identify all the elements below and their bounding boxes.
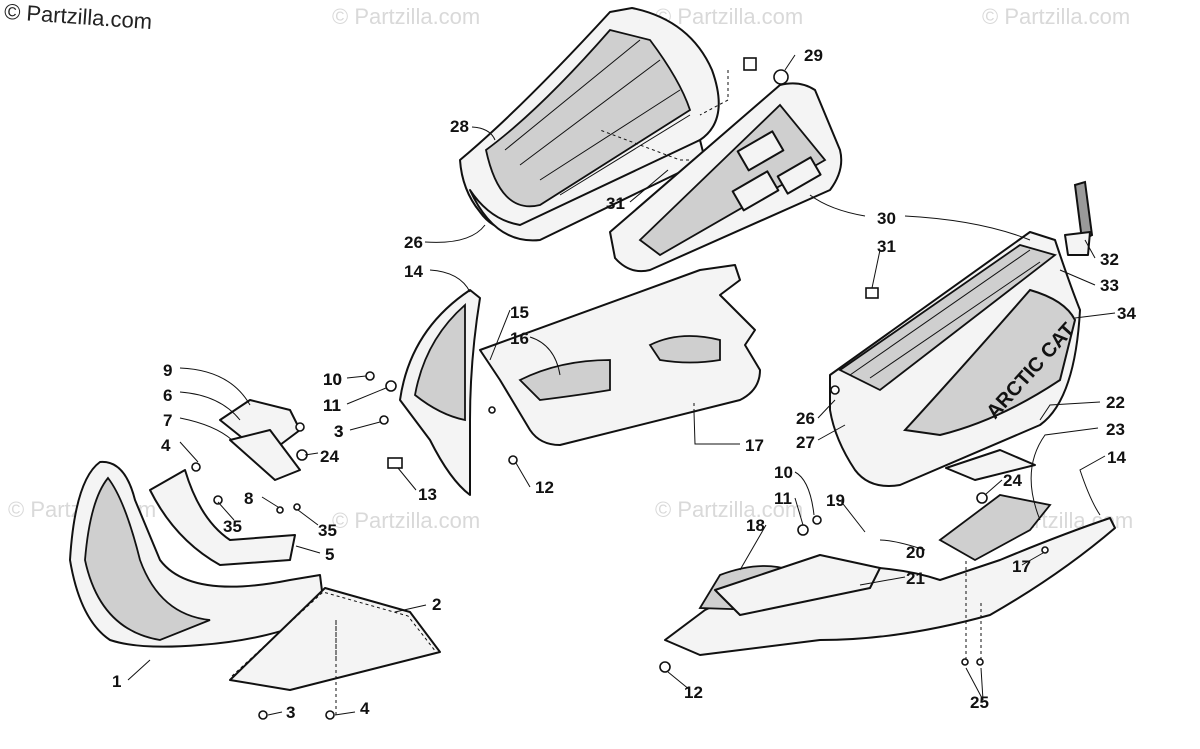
callout: 24: [1003, 471, 1022, 490]
callout: 15: [510, 303, 529, 322]
belly-pan-center: [399, 264, 761, 496]
callout: 30: [877, 209, 896, 228]
callout: 10: [323, 370, 342, 389]
callout: 4: [161, 436, 171, 455]
watermark: © Partzilla.com: [332, 508, 481, 533]
callout: 22: [1106, 393, 1125, 412]
callout: 18: [746, 516, 765, 535]
callout: 27: [796, 433, 815, 452]
callout: 17: [1012, 557, 1031, 576]
callout: 33: [1100, 276, 1119, 295]
watermark: © Partzilla.com: [655, 497, 804, 522]
callout: 14: [1107, 448, 1126, 467]
callout: 10: [774, 463, 793, 482]
nose-bumper: [69, 399, 326, 648]
leader-lines: [127, 54, 1116, 716]
callout: 1: [112, 672, 121, 691]
callout: 9: [163, 361, 172, 380]
callout: 16: [510, 329, 529, 348]
callout: 19: [826, 491, 845, 510]
watermark: © Partzilla.com: [655, 4, 804, 29]
callout: 2: [432, 595, 441, 614]
callout: 7: [163, 411, 172, 430]
callout: 35: [223, 517, 242, 536]
callout: 11: [774, 489, 792, 508]
callout: 10: [323, 370, 342, 389]
callout: 29: [804, 46, 823, 65]
callout: 31: [877, 237, 896, 256]
callout: 3: [334, 422, 343, 441]
callout: 23: [1106, 420, 1125, 439]
callout: 12: [535, 478, 554, 497]
windshield-panel: [609, 82, 843, 273]
callout: 11: [323, 396, 341, 415]
callout: 28: [450, 117, 469, 136]
hood-right: ARCTIC CAT: [829, 180, 1094, 487]
watermark: © Partzilla.com: [982, 4, 1131, 29]
callout: 31: [606, 194, 625, 213]
callout: 3: [334, 422, 343, 441]
callout: 20: [906, 543, 925, 562]
callout: 25: [970, 693, 989, 712]
callout: 26: [796, 409, 815, 428]
skid-plate: [229, 587, 441, 691]
callout: 34: [1117, 304, 1136, 323]
callout: 6: [163, 386, 172, 405]
callout: 5: [325, 545, 334, 564]
callout: 32: [1100, 250, 1119, 269]
belly-pan-right: [664, 449, 1116, 656]
hood-panel: [459, 7, 720, 242]
callout: 3: [286, 703, 295, 722]
callout: 35: [318, 521, 337, 540]
watermark: © Partzilla.com: [332, 4, 481, 29]
callout: 26: [404, 233, 423, 252]
callout: 21: [906, 569, 925, 588]
callout: 17: [745, 436, 764, 455]
callout-numbers: 1 2 3 4 3 4 5 6 7 8 9 10 11 24 35 35 3 1…: [112, 46, 1136, 722]
callout: 12: [684, 683, 703, 702]
callout: 13: [418, 485, 437, 504]
callout: 11: [323, 396, 341, 415]
callout: 24: [320, 447, 339, 466]
callout: 8: [244, 489, 253, 508]
callout: 14: [404, 262, 423, 281]
callout: 4: [360, 699, 370, 718]
